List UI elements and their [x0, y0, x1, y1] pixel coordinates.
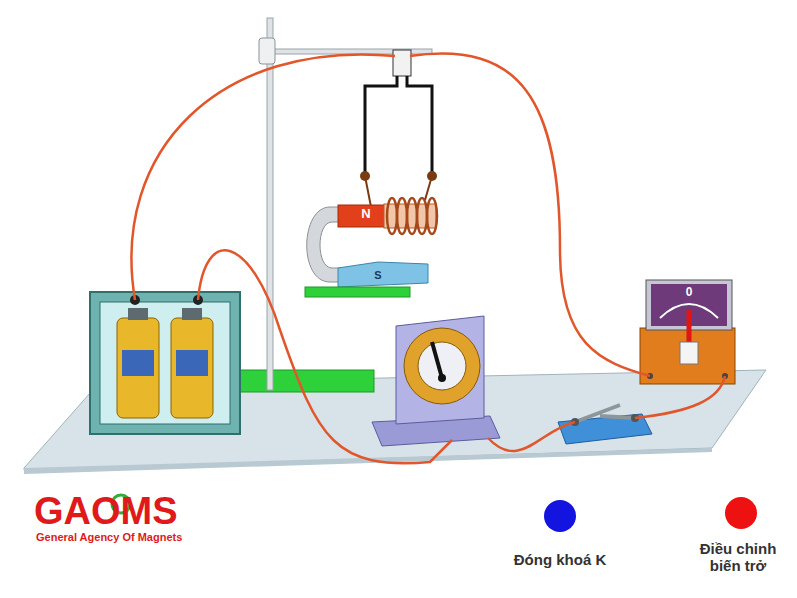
galvanometer-ring: [404, 328, 480, 404]
magnet-stand: [305, 287, 410, 297]
table-edge: [24, 448, 712, 474]
stand-clamp: [259, 38, 275, 64]
hanging-wire: [407, 76, 432, 176]
battery-box-inner: [100, 302, 230, 424]
galvanometer-needle: [432, 342, 442, 378]
hanging-wire: [365, 76, 397, 176]
circuit-wires: [131, 53, 725, 463]
logo-text: GAOMS: [34, 490, 234, 534]
magnet-n-pole: [338, 205, 386, 227]
ammeter-pivot: [680, 342, 698, 364]
battery-box: [90, 292, 240, 434]
button-label: Đóng khoá K: [490, 551, 630, 568]
rheostat-button: [725, 497, 757, 529]
needle-pivot: [438, 374, 446, 382]
battery-cell: [171, 308, 213, 418]
button-label: Điều chỉnh biến trở: [683, 540, 793, 575]
magnet-s-pole: [338, 262, 428, 287]
stand-pole: [267, 18, 273, 390]
battery-cell: [117, 308, 159, 418]
switch-button: [544, 500, 576, 532]
pole-label: N: [356, 207, 376, 222]
stand-base: [240, 370, 374, 392]
dial-zero: 0: [681, 286, 697, 300]
logo-subtitle: General Agency Of Magnets: [36, 531, 236, 544]
galvanometer-panel: [396, 316, 484, 424]
galvanometer-face: [418, 342, 466, 390]
pole-label: S: [371, 269, 385, 282]
switch-lever: [575, 405, 635, 422]
coil-windings: [387, 198, 437, 234]
terminal-block: [393, 50, 411, 76]
